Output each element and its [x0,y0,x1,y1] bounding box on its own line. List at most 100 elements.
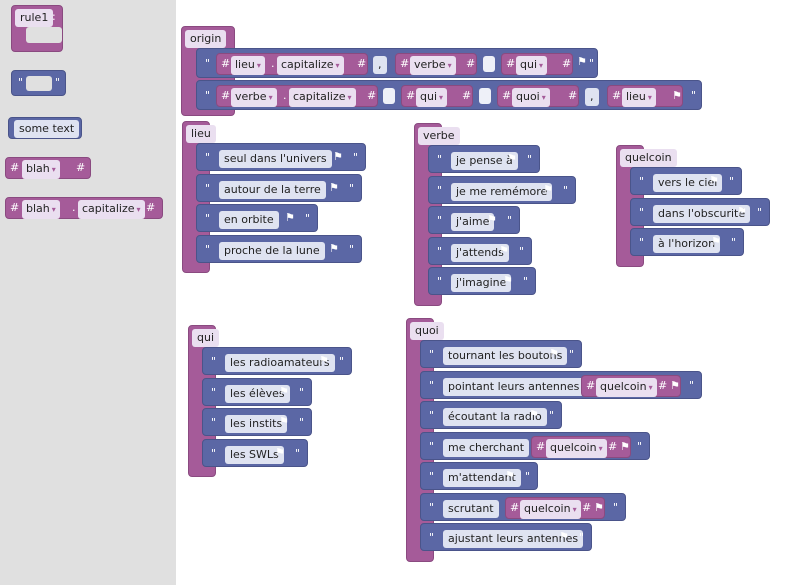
text-field[interactable]: je me remémore [451,182,553,201]
quote-open-icon: " [639,236,645,249]
rule-dropdown[interactable]: blah▾ [22,200,60,219]
ref-block[interactable]: # quoi▾ # [497,85,579,107]
text-row-quelcoin[interactable]: "vers le ciel⚑" [630,167,742,195]
rule-dropdown[interactable]: blah▾ [22,160,60,179]
text-row-lieu[interactable]: "proche de la lune⚑" [196,234,362,263]
ref-block[interactable]: #quelcoin▾#⚑ [505,496,605,519]
quote-close-icon: " [339,355,345,368]
origin-row-1[interactable]: " # lieu▾ . capitalize▾ # , # verbe▾ # #… [196,48,598,78]
text-field[interactable]: les SWLs [225,445,284,464]
rule-dropdown[interactable]: qui▾ [416,88,448,107]
text-row-quoi[interactable]: "pointant leurs antennes#quelcoin▾#⚑" [420,370,702,399]
modifier-dropdown[interactable]: capitalize▾ [289,88,356,107]
rule-dropdown[interactable]: lieu▾ [231,56,265,75]
text-row-verbe[interactable]: "j'aime⚑" [428,206,520,234]
text-row-verbe[interactable]: "j'attends⚑" [428,236,532,265]
text-field[interactable]: vers le ciel [653,174,723,192]
text-field[interactable]: dans l'obscurité [653,204,751,223]
text-row-quelcoin[interactable]: "à l'horizon⚑" [630,228,744,256]
text-field[interactable]: proche de la lune [219,241,325,260]
rule-name-field[interactable]: verbe [418,127,460,145]
text-row-quoi[interactable]: "scrutant#quelcoin▾#⚑" [420,492,626,521]
text-row-verbe[interactable]: "j'imagine⚑" [428,267,536,295]
text-block[interactable]: some text [8,117,82,139]
text-row-quoi[interactable]: "tournant les boutons⚑" [420,340,582,368]
text-row-verbe[interactable]: "je pense à⚑" [428,145,540,173]
hash-icon: # [466,57,476,70]
text-field[interactable]: à l'horizon [653,235,721,253]
text-field[interactable]: autour de la terre [219,180,326,199]
text-field[interactable]: les radioamateurs [225,354,335,372]
text-field[interactable]: scrutant [443,499,499,518]
text-field[interactable]: les élèves [225,384,290,403]
text-field[interactable]: j'attends [451,243,509,262]
text-row-quelcoin[interactable]: "dans l'obscurité⚑" [630,197,770,226]
text-field[interactable]: , [585,88,599,106]
rule-name-field[interactable]: qui [192,329,220,347]
text-field[interactable]: pointant leurs antennes [443,377,585,396]
rule-dropdown[interactable]: quelcoin▾ [520,499,581,519]
text-field[interactable]: m'attendant [443,469,521,487]
text-field[interactable]: ajustant leurs antennes [443,530,584,548]
rule-dropdown[interactable]: quoi▾ [512,88,550,107]
text-row-qui[interactable]: "les radioamateurs⚑" [202,347,352,375]
ref-block[interactable]: # lieu▾ . capitalize▾ # [216,53,368,75]
quote-close-icon: " [757,205,763,219]
text-field[interactable]: seul dans l'univers [219,150,332,168]
text-row-quoi[interactable]: "écoutant la radio⚑" [420,401,562,429]
ref-block[interactable]: # verbe▾ # [395,53,477,75]
text-row-quoi[interactable]: "me cherchant#quelcoin▾#⚑" [420,431,650,460]
ref-block[interactable]: # verbe▾ . capitalize▾ # [216,85,378,107]
rule-dropdown[interactable]: verbe▾ [231,88,277,107]
text-row-lieu[interactable]: "seul dans l'univers⚑" [196,143,366,171]
text-row-verbe[interactable]: "je me remémore⚑" [428,175,576,204]
hash-icon: # [10,201,20,214]
text-field[interactable]: me cherchant [443,438,530,457]
text-row-qui[interactable]: "les SWLs⚑" [202,438,308,467]
modifier-dropdown[interactable]: capitalize▾ [277,56,344,75]
text-field[interactable]: tournant les boutons [443,347,568,365]
rule-name-field[interactable]: lieu [186,125,216,143]
empty-text-field[interactable] [483,56,495,72]
text-field[interactable]: , [373,56,387,74]
origin-row-2[interactable]: " # verbe▾ . capitalize▾ # # qui▾ # # qu… [196,80,702,110]
ref-block[interactable]: #quelcoin▾#⚑ [581,374,681,397]
text-row-quoi[interactable]: "m'attendant⚑" [420,462,538,490]
rule-dropdown[interactable]: lieu▾ [622,88,656,107]
text-field[interactable]: les instits [225,415,288,433]
ref-block[interactable]: # lieu▾ ⚑ [607,85,683,107]
text-row-lieu[interactable]: "autour de la terre⚑" [196,173,362,202]
empty-text-field[interactable] [383,88,395,104]
text-field[interactable]: écoutant la radio [443,408,547,426]
rule-dropdown[interactable]: qui▾ [516,56,548,75]
text-field[interactable]: some text [14,120,80,138]
rule-dropdown[interactable]: verbe▾ [410,56,456,75]
rule-name-field[interactable]: origin [185,30,227,48]
empty-text-field[interactable] [479,88,491,104]
text-row-lieu[interactable]: "en orbite⚑" [196,204,318,232]
text-row-qui[interactable]: "les instits⚑" [202,408,312,436]
text-field[interactable]: en orbite [219,211,279,229]
quote-open-icon: " [429,531,435,544]
text-join-block[interactable]: " " [11,70,66,96]
rule-name-field[interactable]: quelcoin [620,149,677,167]
quote-close-icon: " [55,76,61,89]
rule-block[interactable]: rule1 : [11,5,63,52]
rule-dropdown[interactable]: quelcoin▾ [596,377,657,397]
text-row-quoi[interactable]: "ajustant leurs antennes⚑" [420,523,592,551]
text-field[interactable]: je pense à [451,152,518,170]
text-field[interactable]: j'aime [451,213,495,231]
quote-close-icon: " [299,385,305,399]
ref-block[interactable]: #quelcoin▾#⚑ [531,435,631,458]
ref-block[interactable]: # qui▾ # [401,85,473,107]
rule-name-field[interactable]: rule1 [15,9,54,27]
rule-dropdown[interactable]: quelcoin▾ [546,438,607,458]
text-row-qui[interactable]: "les élèves⚑" [202,377,312,406]
modifier-dropdown[interactable]: capitalize▾ [78,200,145,219]
text-field[interactable]: j'imagine [451,274,512,292]
rule-name-field[interactable]: quoi [410,322,444,340]
rule-ref-capitalize-block[interactable]: # blah▾ . capitalize▾ # [5,197,163,219]
rule-ref-block[interactable]: # blah▾ # [5,157,91,179]
ref-block[interactable]: # qui▾ # [501,53,573,75]
quote-close-icon: " [349,242,355,256]
